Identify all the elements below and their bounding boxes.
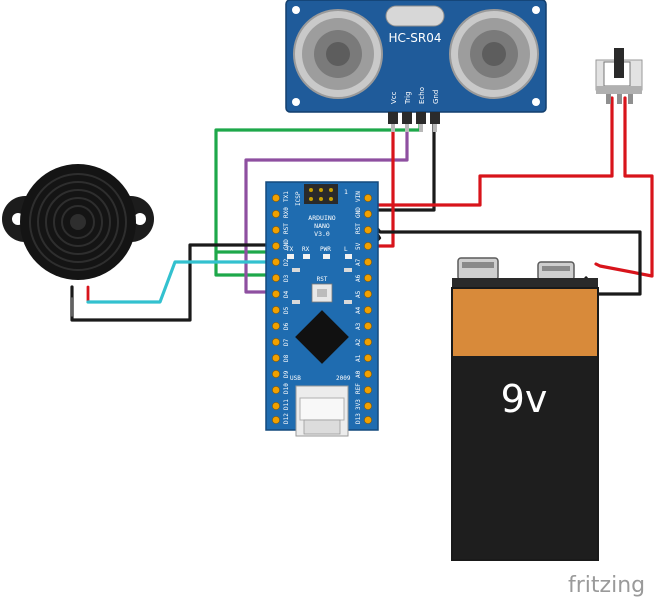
svg-text:A7: A7 [355, 258, 362, 266]
battery-body-bottom [452, 356, 598, 560]
transducer-left [293, 9, 383, 99]
svg-text:D9: D9 [283, 370, 290, 378]
wire-green-2 [214, 250, 277, 277]
svg-text:A5: A5 [355, 290, 362, 298]
svg-text:D13: D13 [355, 413, 362, 424]
nano-left-pin-labels: D12 D11 D10 D9 D8 D7 D6 D5 D4 D3 D2 GND … [283, 191, 290, 424]
svg-text:3V3: 3V3 [355, 399, 362, 410]
sensor-model-label: HC-SR04 [389, 31, 442, 45]
svg-text:5V: 5V [355, 242, 362, 250]
pin1-marker: 1 [344, 188, 348, 196]
svg-text:D4: D4 [283, 290, 290, 298]
battery-9v: 9v [451, 257, 599, 561]
svg-text:ARDUINO: ARDUINO [308, 214, 335, 222]
mount-hole [292, 98, 300, 106]
svg-text:D8: D8 [283, 354, 290, 362]
svg-text:D2: D2 [283, 258, 290, 266]
svg-text:NANO: NANO [314, 222, 330, 230]
led-l-label: L [344, 246, 348, 253]
mount-hole [532, 6, 540, 14]
svg-text:GND: GND [283, 239, 290, 250]
wire-red-switch [368, 96, 614, 207]
arduino-nano: ICSP 1 ARDUINO NANO V3.0 TX RX PWR L RST… [265, 181, 379, 437]
svg-text:D7: D7 [283, 338, 290, 346]
led-rx-label: RX [302, 246, 310, 253]
crystal [385, 5, 445, 27]
sensor-pin-header [388, 112, 440, 132]
wire-purple [244, 110, 409, 294]
svg-text:RST: RST [283, 223, 290, 234]
svg-text:VIN: VIN [355, 191, 362, 202]
nano-right-pins [364, 194, 372, 424]
svg-text:D3: D3 [283, 274, 290, 282]
pin-label-echo: Echo [418, 87, 426, 104]
nano-right-pin-labels: D13 3V3 REF A0 A1 A2 A3 A4 A5 A6 A7 5V R… [355, 191, 362, 424]
slide-switch [595, 48, 643, 104]
svg-text:RST: RST [355, 223, 362, 234]
svg-text:TX1: TX1 [283, 191, 290, 202]
battery-body-top [452, 288, 598, 356]
svg-text:A3: A3 [355, 322, 362, 330]
transducer-right [449, 9, 539, 99]
led-tx-label: TX [286, 246, 294, 253]
svg-text:RX0: RX0 [283, 207, 290, 218]
mount-hole [532, 98, 540, 106]
svg-text:A2: A2 [355, 338, 362, 346]
svg-text:A0: A0 [355, 370, 362, 378]
rst-label: RST [317, 276, 328, 283]
fritzing-logo: fritzing [568, 573, 645, 598]
year-label: 2009 [336, 375, 351, 382]
svg-text:A4: A4 [355, 306, 362, 314]
wire-cyan [86, 260, 277, 304]
battery-voltage-label: 9v [501, 377, 548, 421]
svg-text:A1: A1 [355, 354, 362, 362]
svg-text:GND: GND [355, 207, 362, 218]
pin-label-gnd: Gnd [432, 90, 440, 104]
piezo-buzzer [2, 164, 154, 280]
svg-text:A6: A6 [355, 274, 362, 282]
icsp-label: ICSP [295, 191, 302, 206]
nano-left-pins [272, 194, 280, 424]
usb-label: USB [290, 375, 301, 382]
svg-text:D11: D11 [283, 399, 290, 410]
svg-text:D6: D6 [283, 322, 290, 330]
pin-label-vcc: Vcc [390, 91, 398, 104]
nano-title: ARDUINO NANO V3.0 [308, 214, 335, 238]
svg-text:REF: REF [355, 383, 362, 394]
svg-text:D10: D10 [283, 383, 290, 394]
svg-text:D12: D12 [283, 413, 290, 424]
microcontroller-chip [295, 310, 349, 364]
mount-hole [292, 6, 300, 14]
led-pwr-label: PWR [320, 246, 331, 253]
wires [70, 96, 654, 322]
ultrasonic-sensor: HC-SR04 Vcc Trig Echo Gnd [285, 0, 547, 132]
wire-black-sensor-gnd [368, 110, 436, 212]
svg-text:D5: D5 [283, 306, 290, 314]
wire-red-battery [594, 96, 654, 278]
svg-text:V3.0: V3.0 [314, 230, 330, 238]
pin-label-trig: Trig [404, 91, 412, 105]
battery-terminal-negative [457, 257, 499, 281]
